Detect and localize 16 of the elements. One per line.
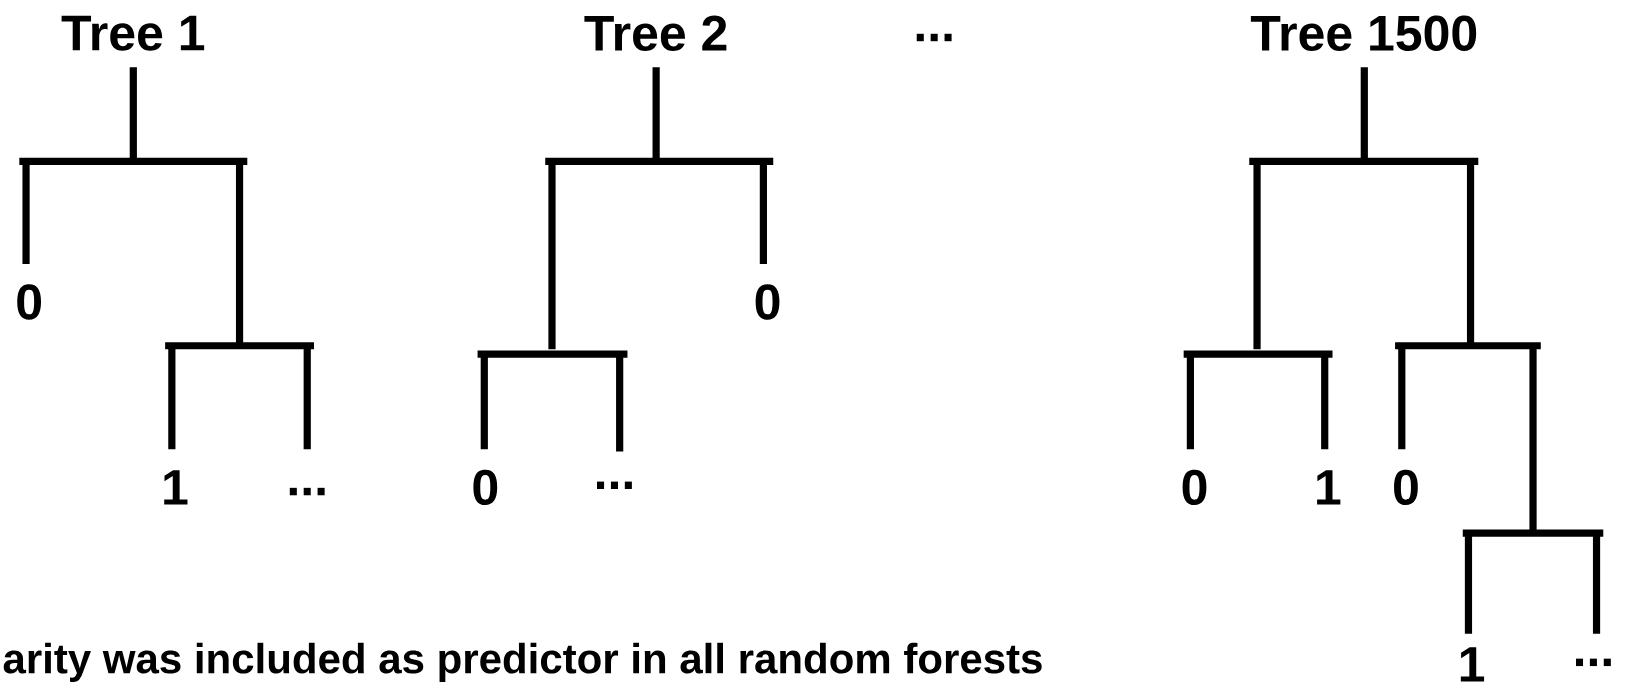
ellipsis: ...: [597, 481, 632, 490]
note: arity was included as predictor in all random forests: [3, 642, 1042, 682]
ellipsis: ...: [289, 487, 325, 496]
leaf-label: 0: [1182, 469, 1207, 506]
leaf-label: 1: [1460, 647, 1485, 682]
ellipsis: ...: [916, 33, 952, 42]
tree-title: Tree 1: [61, 15, 205, 51]
leaf-label: 0: [473, 469, 498, 506]
leaf-label: 0: [755, 284, 780, 320]
leaf-label: 1: [164, 470, 188, 505]
tree-title: Tree 2: [584, 15, 727, 51]
leaf-label: 0: [1394, 469, 1418, 506]
tree-title: Tree 1500: [1250, 15, 1477, 51]
ellipsis: ...: [1576, 658, 1611, 667]
leaf-label: 0: [17, 284, 41, 320]
leaf-label: 1: [1317, 470, 1341, 505]
